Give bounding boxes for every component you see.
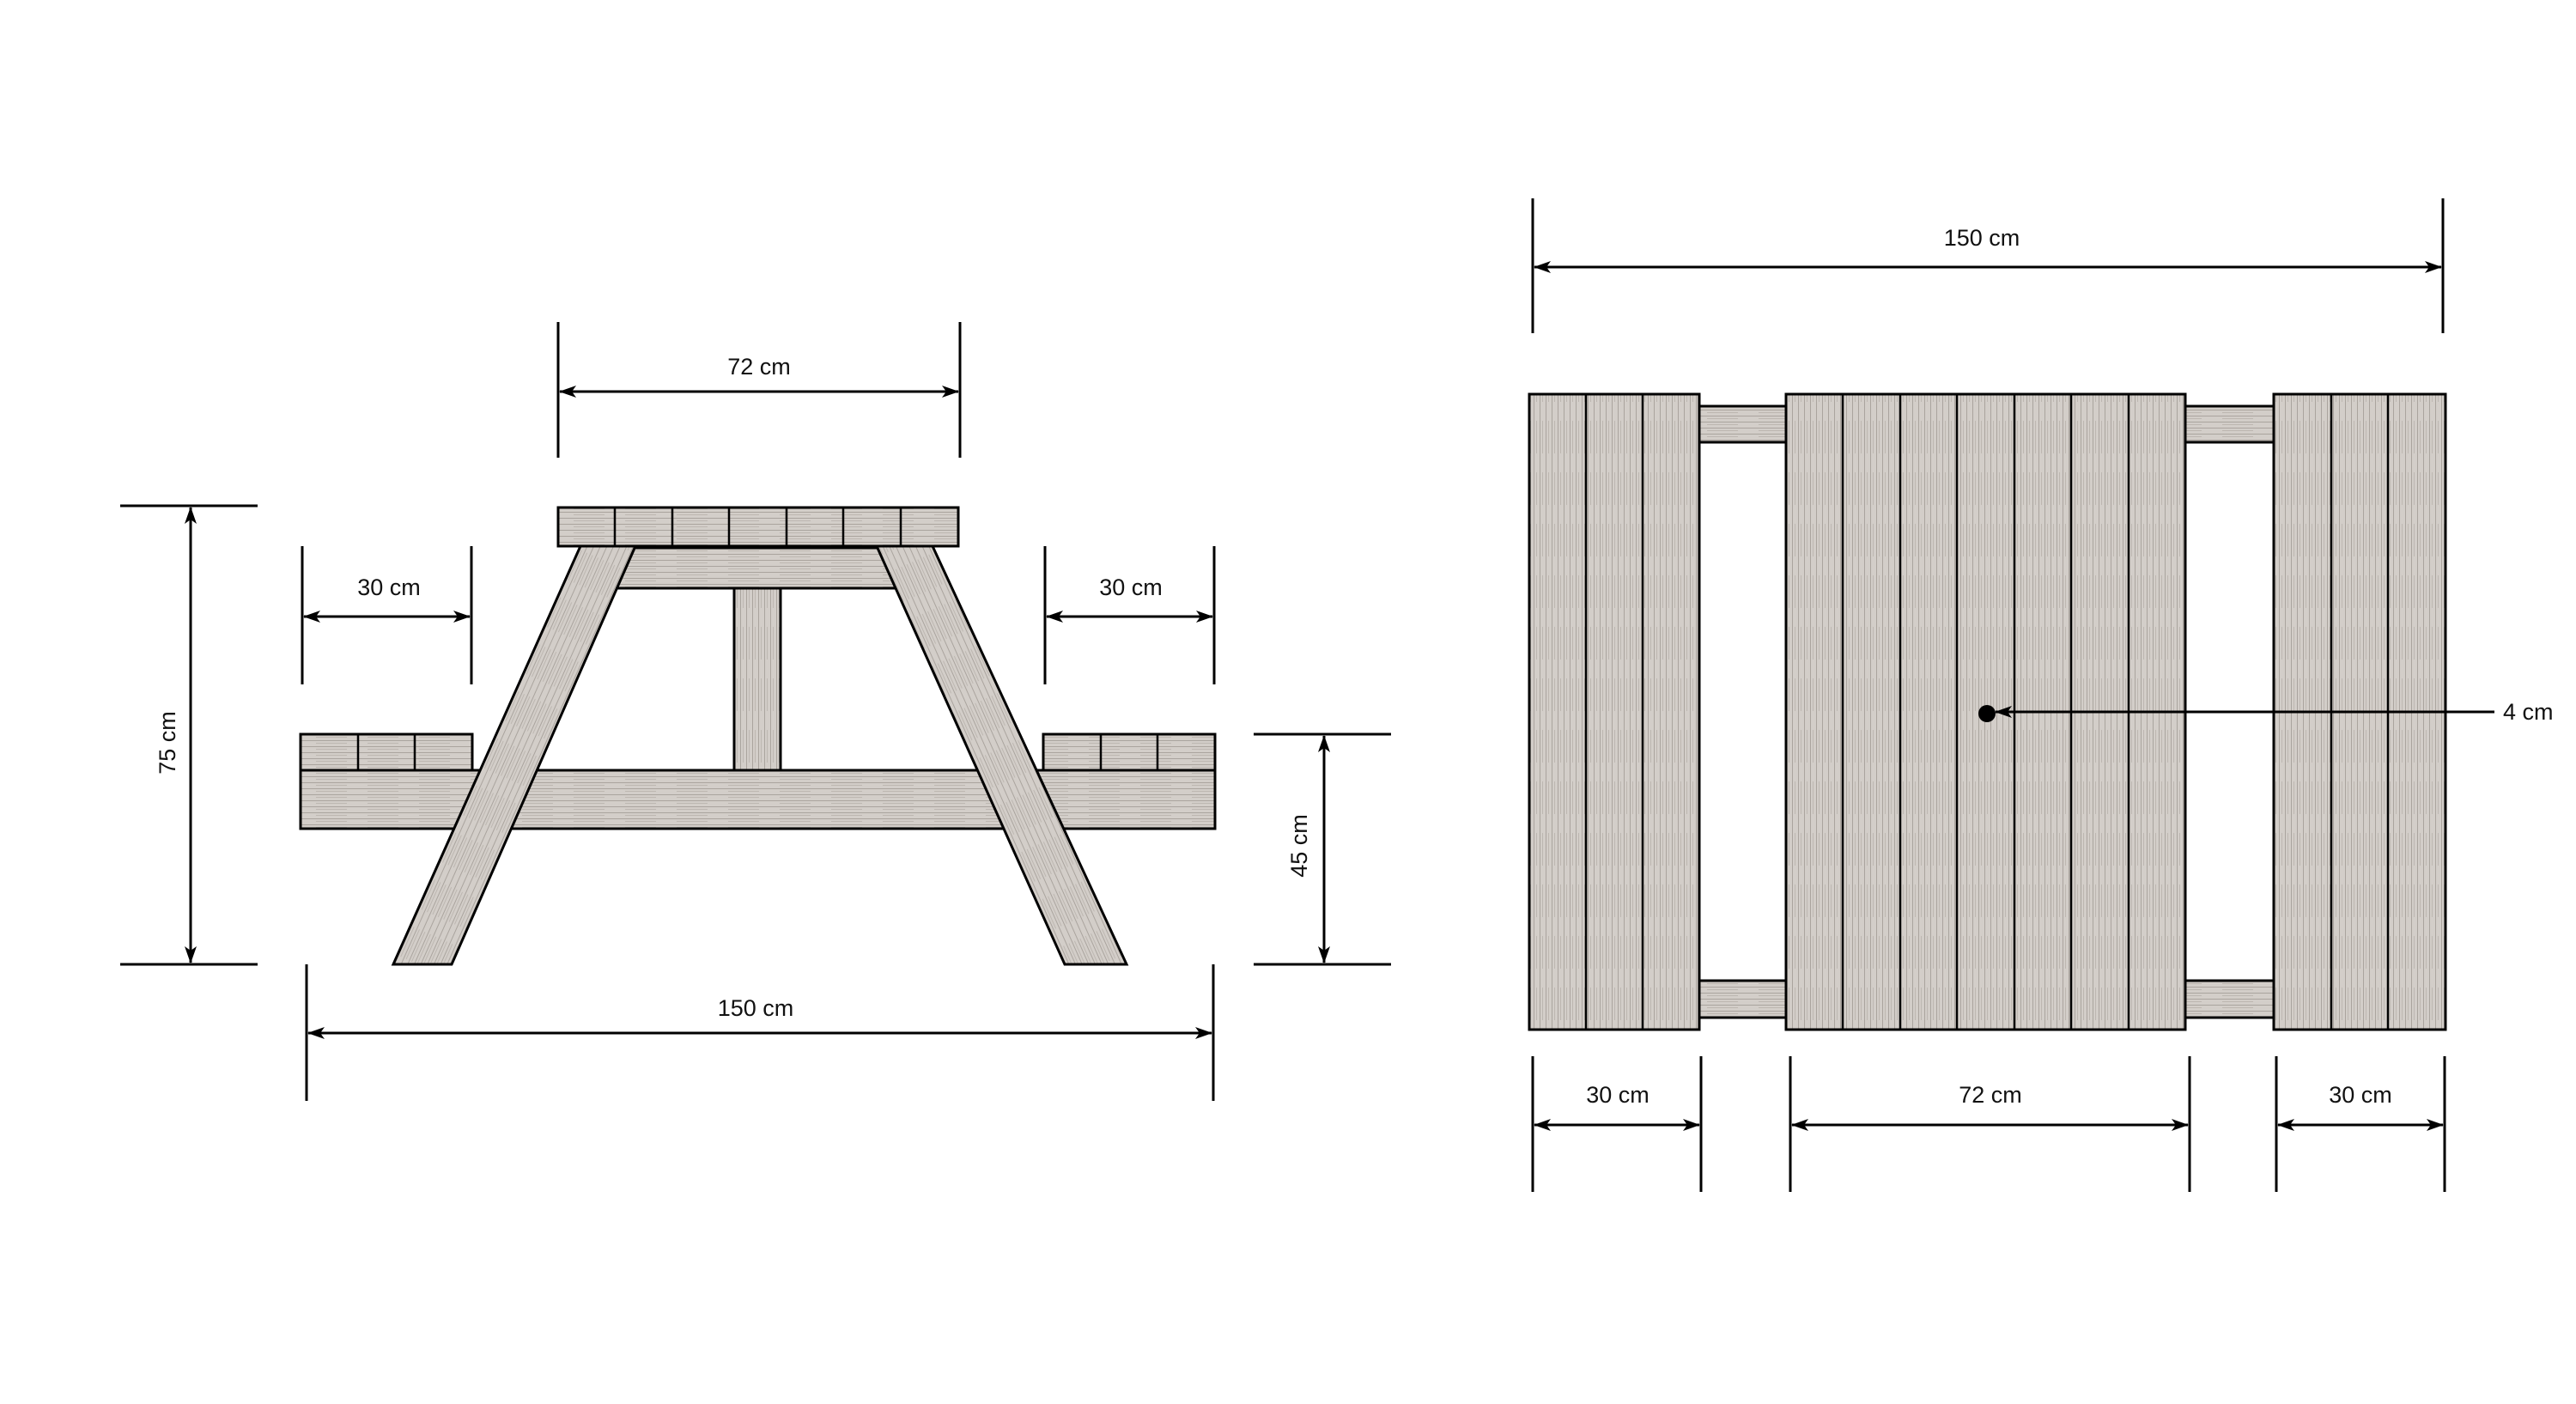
dimension-top-width: 72 cm — [556, 322, 962, 458]
side-table-top — [556, 506, 960, 548]
dimension-right-seat-width: 30 cm — [1043, 546, 1216, 684]
top-rail-lower-left — [1698, 979, 1788, 1019]
top-rail-upper-right — [2182, 404, 2275, 444]
right-seat — [1042, 732, 1217, 772]
upper-cross-brace — [613, 546, 898, 590]
top-total-length-label: 150 cm — [1944, 225, 2020, 251]
bolt-callout: 4 cm — [1978, 699, 2554, 725]
left-seat-width-label: 30 cm — [357, 574, 421, 600]
right-seat-width-label: 30 cm — [1099, 574, 1163, 600]
dimension-seat-height: 45 cm — [1254, 732, 1391, 966]
top-dimension-table-width: 72 cm — [1789, 1056, 2191, 1192]
dimension-total-height: 75 cm — [120, 504, 258, 966]
top-right-seat-label: 30 cm — [2329, 1082, 2392, 1108]
top-rail-lower-right — [2182, 979, 2275, 1019]
top-dimension-right-seat: 30 cm — [2275, 1056, 2446, 1192]
top-dimension-left-seat: 30 cm — [1531, 1056, 1703, 1192]
total-length-label: 150 cm — [718, 995, 794, 1021]
top-table-width-label: 72 cm — [1959, 1082, 2022, 1108]
top-left-seat — [1528, 392, 1701, 1031]
seat-height-label: 45 cm — [1286, 814, 1312, 878]
left-seat — [299, 732, 474, 772]
lower-cross-beam — [299, 769, 1217, 830]
top-rail-upper-left — [1698, 404, 1788, 444]
dimension-total-length: 150 cm — [305, 964, 1215, 1101]
side-view: 72 cm 30 cm 30 cm 75 cm 45 c — [120, 322, 1391, 1101]
top-view: 4 cm 150 cm 30 cm 72 cm 30 c — [1528, 198, 2554, 1192]
top-width-label: 72 cm — [727, 354, 791, 380]
total-height-label: 75 cm — [155, 711, 180, 775]
top-dimension-total-length: 150 cm — [1531, 198, 2445, 333]
bolt-size-label: 4 cm — [2503, 699, 2554, 725]
bolt-dot — [1978, 705, 1996, 722]
center-post — [732, 587, 782, 772]
dimension-left-seat-width: 30 cm — [301, 546, 473, 684]
top-left-seat-label: 30 cm — [1586, 1082, 1649, 1108]
